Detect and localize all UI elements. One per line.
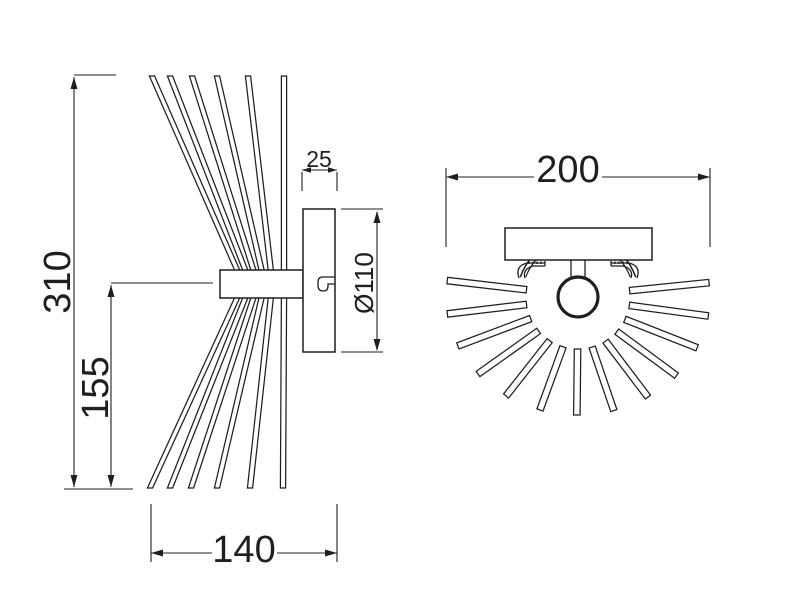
arrow-down-icon xyxy=(107,475,115,487)
front-ray xyxy=(475,327,542,378)
front-ray xyxy=(536,344,567,412)
dim-label-155: 155 xyxy=(75,356,117,419)
lamp-stem xyxy=(570,260,586,278)
front-ray xyxy=(602,338,652,400)
front-view-rays xyxy=(446,276,711,416)
arrow-left-icon xyxy=(151,549,163,557)
dim-label-110: Ø110 xyxy=(349,252,379,314)
arrow-down-icon xyxy=(373,339,381,351)
arrow-up-icon xyxy=(107,285,115,297)
front-ray xyxy=(628,278,711,295)
right-hook xyxy=(611,262,639,279)
side-ray-up xyxy=(280,75,288,273)
side-ray-down xyxy=(246,295,275,489)
front-ray xyxy=(588,345,618,413)
arrow-left-icon xyxy=(302,167,311,173)
side-hub-block xyxy=(219,269,304,299)
side-view-rays xyxy=(146,75,288,489)
ring-hooks xyxy=(517,261,639,279)
arrow-up-icon xyxy=(70,77,78,89)
front-canopy-plate xyxy=(504,227,653,261)
side-view-dimensions xyxy=(64,74,383,562)
front-ray xyxy=(455,314,533,350)
front-ray xyxy=(502,337,554,399)
left-hook xyxy=(517,262,545,279)
dimension-labels: 310 155 140 25 Ø110 200 xyxy=(37,146,600,571)
arrow-right-icon xyxy=(698,173,710,181)
side-view xyxy=(146,75,336,489)
front-ray xyxy=(622,315,700,352)
side-ray-up xyxy=(244,75,275,273)
front-view-dimensions xyxy=(445,168,711,247)
arrow-right-icon xyxy=(328,167,337,173)
front-ray xyxy=(613,328,680,380)
front-view xyxy=(446,227,711,416)
front-ray xyxy=(572,348,582,416)
arrow-down-icon xyxy=(70,475,78,487)
lamp-socket-circle xyxy=(556,275,600,319)
side-ray-down xyxy=(279,295,288,489)
dim-label-25: 25 xyxy=(306,146,332,172)
left-hook xyxy=(523,265,545,279)
front-ray xyxy=(446,276,528,294)
side-mount-plate xyxy=(302,208,336,353)
right-hook xyxy=(611,265,633,279)
front-ray xyxy=(628,301,710,320)
arrow-up-icon xyxy=(373,211,381,223)
arrow-left-icon xyxy=(446,173,458,181)
keyhole-hook-slot xyxy=(317,276,335,292)
arrow-right-icon xyxy=(325,549,337,557)
front-ray xyxy=(446,300,528,318)
dim-label-140: 140 xyxy=(212,529,275,571)
dim-label-310: 310 xyxy=(37,250,79,313)
dim-label-200: 200 xyxy=(536,149,599,191)
